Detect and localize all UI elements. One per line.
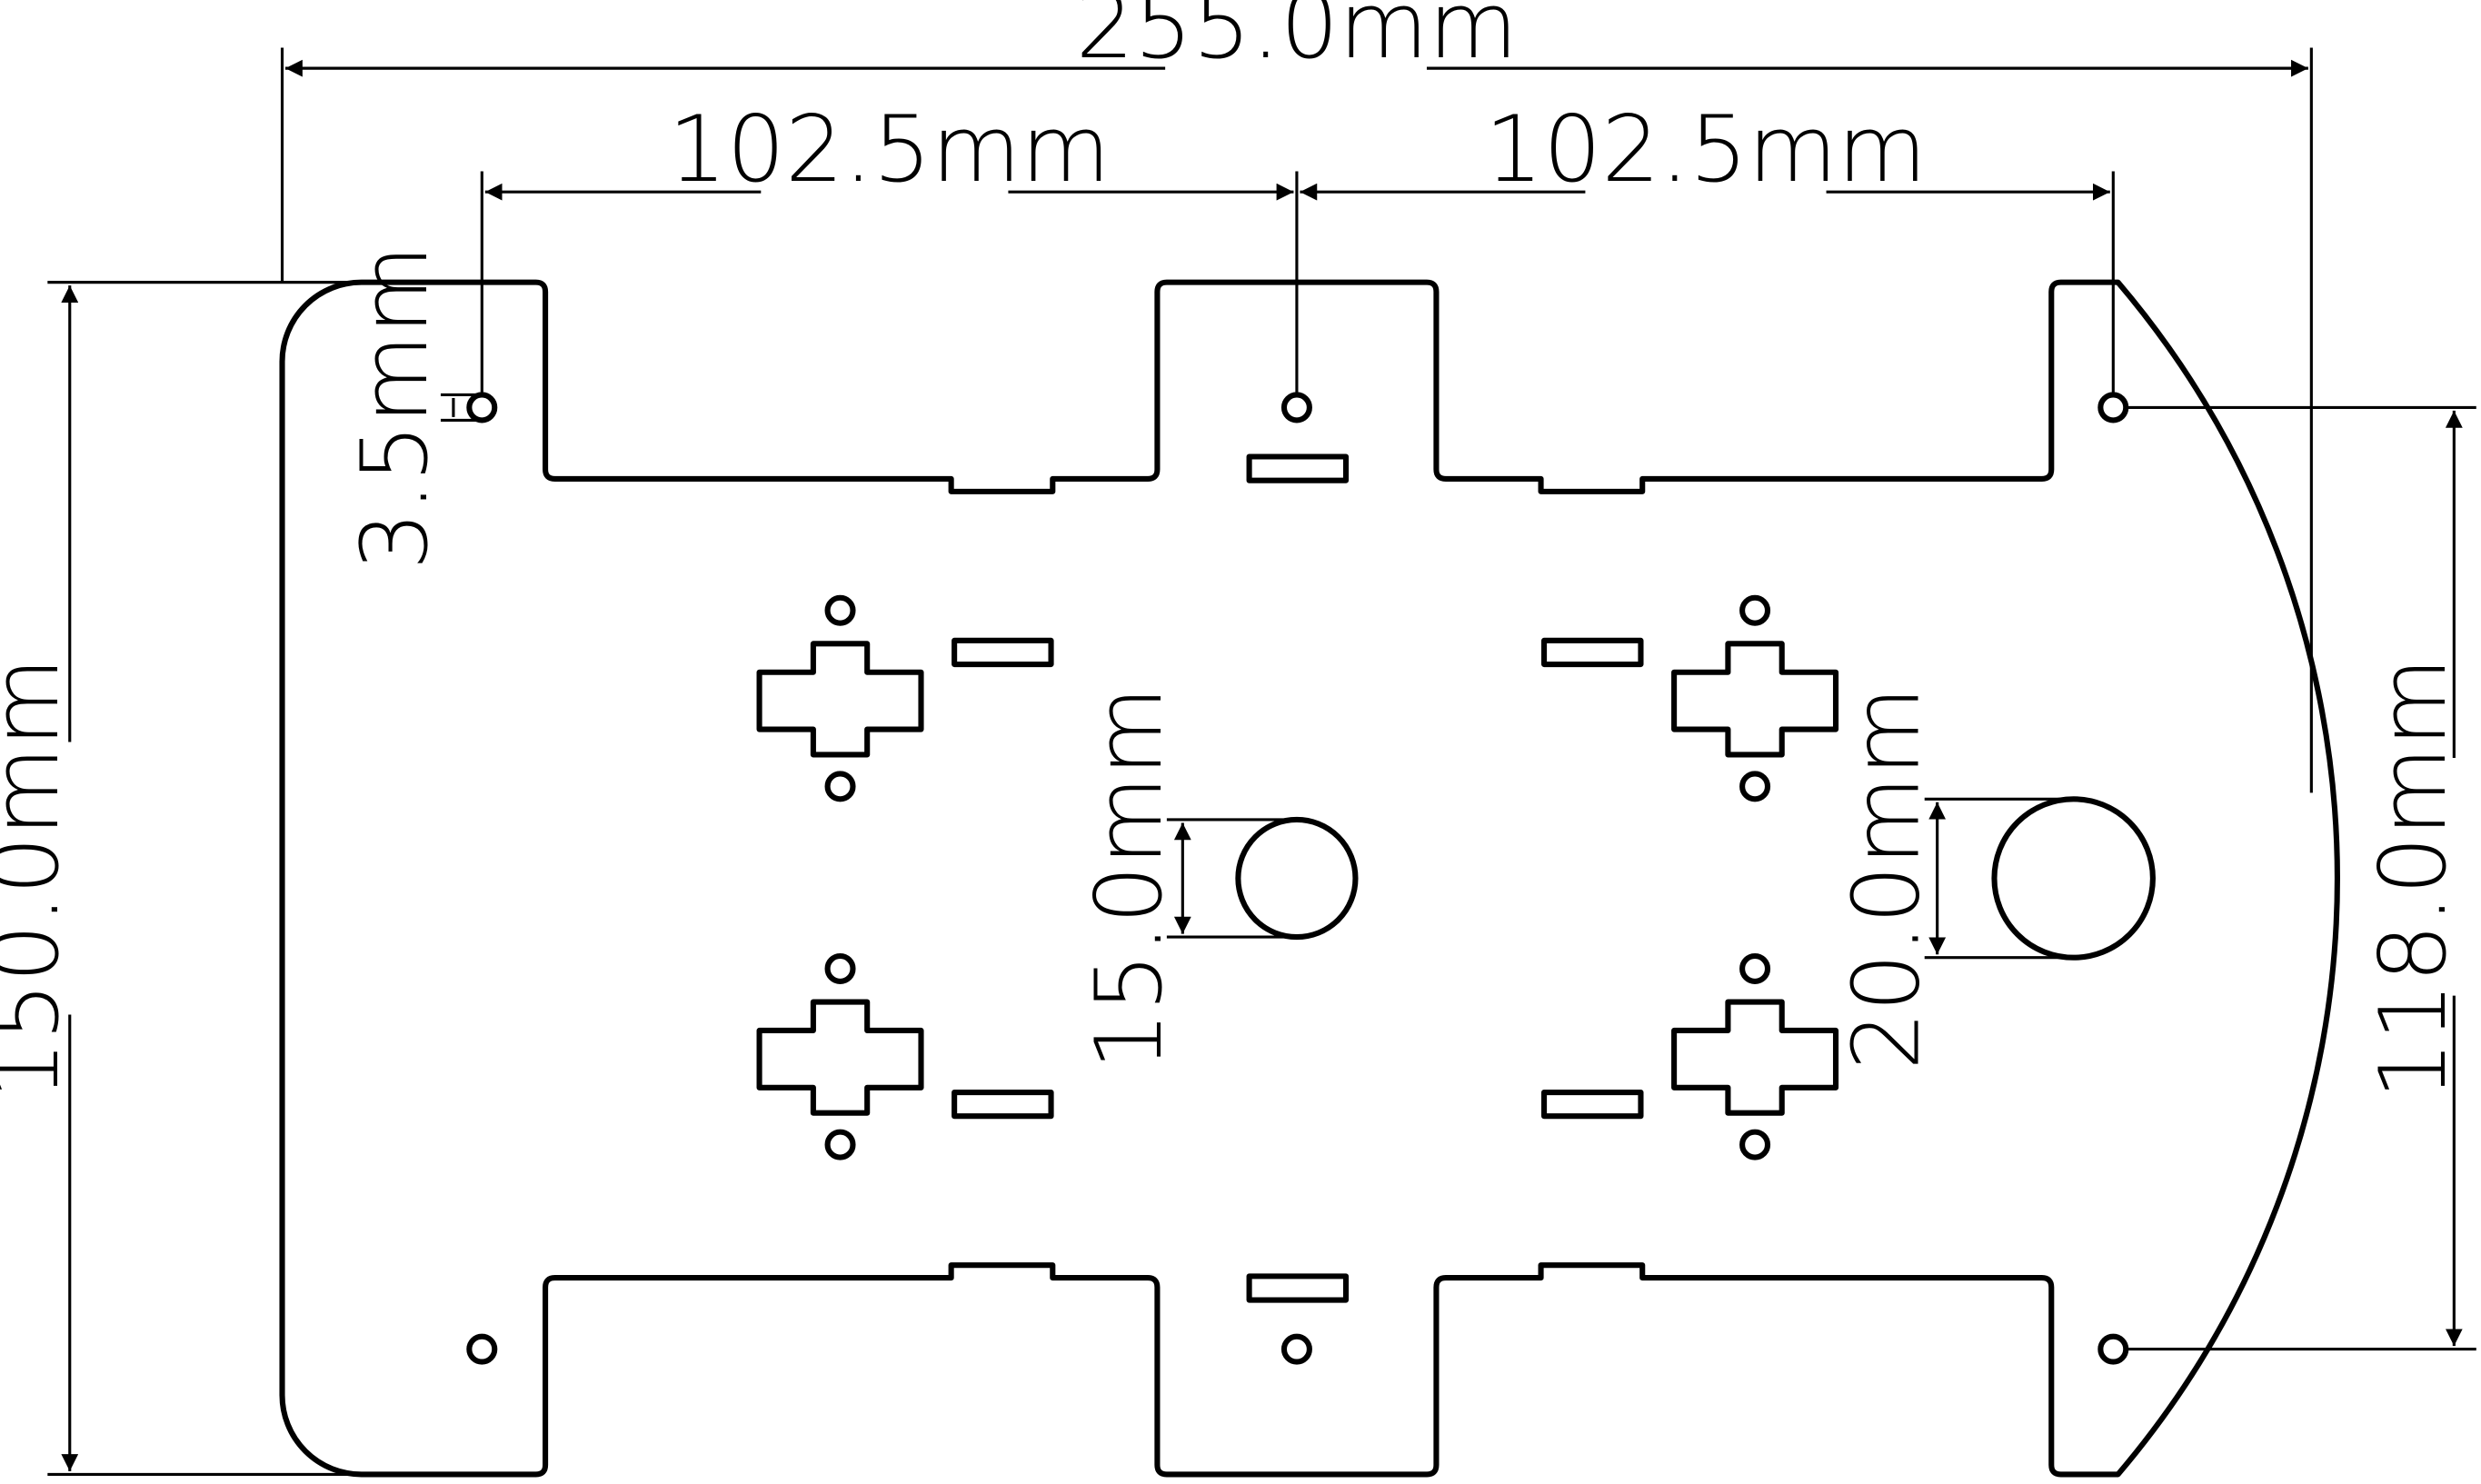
right-hole-diameter-label: 20.0mm <box>1833 686 1940 1070</box>
mount-hole-bottom-center <box>1280 1333 1312 1365</box>
cross-mount-upper-left <box>756 594 924 802</box>
overall-height-label: 150.0mm <box>0 657 79 1100</box>
slot-lower-left <box>952 1089 1054 1120</box>
right-vertical-spacing-label: 118.0mm <box>2359 657 2466 1100</box>
center-hole-diameter-label: 15.0mm <box>1075 686 1182 1070</box>
slot-upper-left <box>952 637 1054 668</box>
right-hole-spacing-label: 102.5mm <box>1485 95 1928 203</box>
cross-mount-upper-right <box>1671 594 1839 802</box>
cross-mount-lower-right <box>1671 952 1839 1160</box>
dimension-overall-height: 150.0mm <box>0 281 362 1476</box>
small-hole-diameter-label: 3.5mm <box>341 244 448 570</box>
mount-hole-top-center <box>1280 392 1312 423</box>
plate-outline <box>279 279 2340 1478</box>
overall-width-label: 255.0mm <box>1076 0 1519 79</box>
right-large-hole <box>1991 796 2156 961</box>
mount-hole-bottom-right <box>2097 1333 2129 1365</box>
cross-mount-lower-left <box>756 952 924 1160</box>
slot-bottom-center <box>1246 1273 1350 1303</box>
slot-lower-right <box>1541 1089 1644 1120</box>
dimension-center-hole: 15.0mm <box>1075 686 1297 1071</box>
mount-hole-bottom-left <box>466 1333 498 1365</box>
center-large-hole <box>1235 816 1359 941</box>
mount-hole-top-right <box>2097 392 2129 423</box>
dimension-overall-width: 255.0mm <box>280 0 2313 793</box>
left-hole-spacing-label: 102.5mm <box>668 95 1111 203</box>
slot-top-center <box>1246 453 1350 483</box>
dimension-right-hole: 20.0mm <box>1833 686 2074 1071</box>
dimension-right-vertical-spacing: 118.0mm <box>2126 405 2476 1351</box>
dimension-small-hole: 3.5mm <box>341 244 483 570</box>
slot-upper-right <box>1541 637 1644 668</box>
mount-hole-top-left <box>466 392 498 423</box>
dimension-top-hole-spacing: 102.5mm 102.5mm <box>480 95 2115 395</box>
